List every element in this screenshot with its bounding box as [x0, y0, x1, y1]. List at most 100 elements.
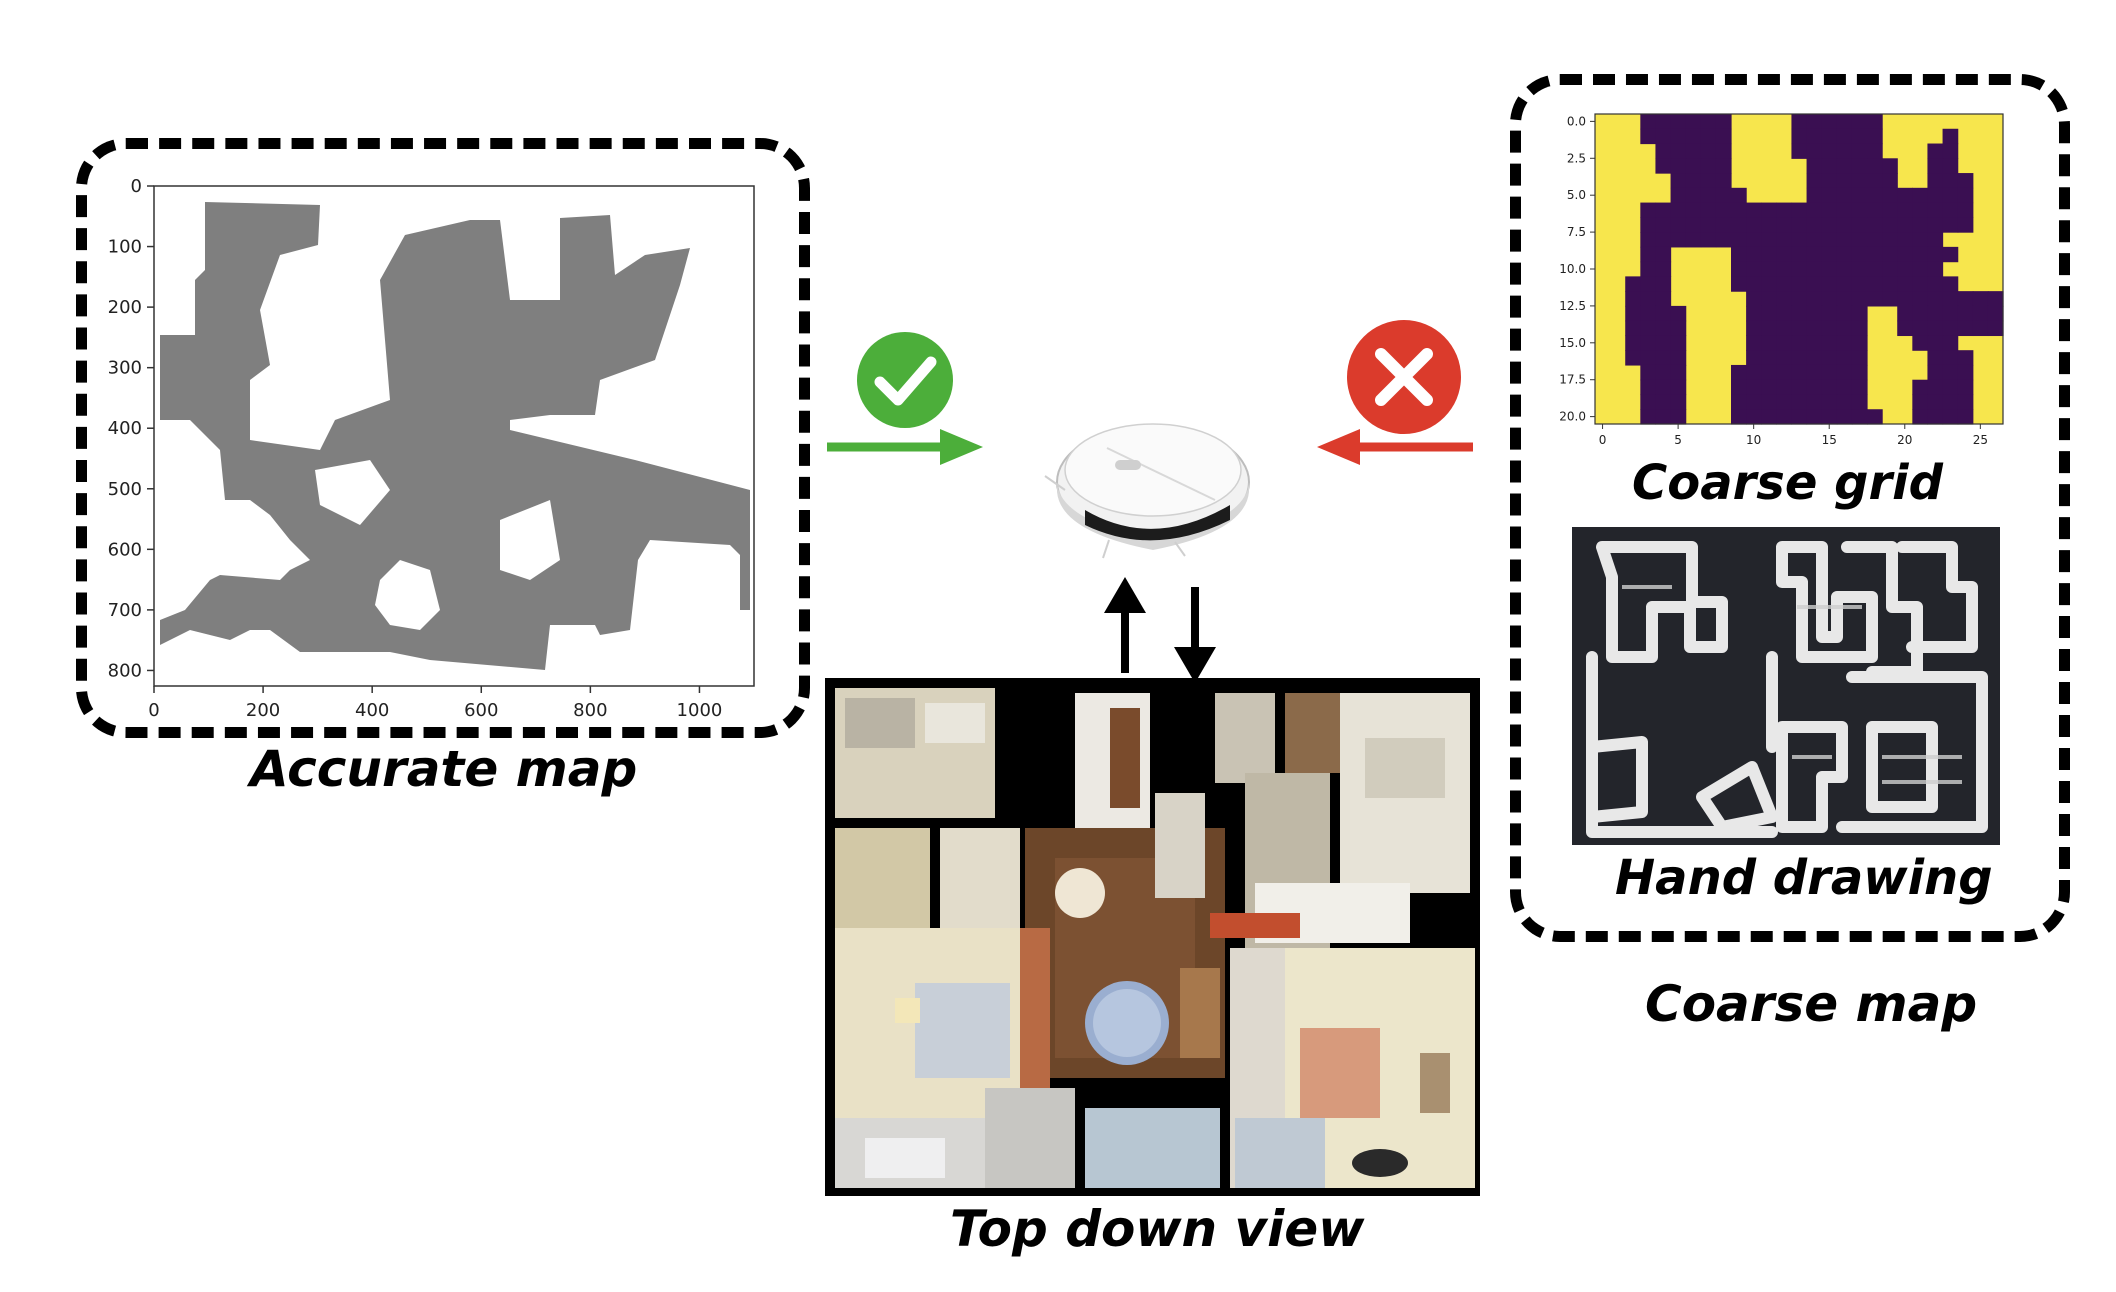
- grid-cell: [1957, 217, 1974, 233]
- grid-cell: [1897, 246, 1913, 263]
- accurate-map-caption: Accurate map: [250, 740, 638, 798]
- grid-cell: [1912, 232, 1929, 248]
- grid-cell: [1791, 276, 1808, 292]
- accurate-map-holes: [315, 460, 560, 630]
- grid-cell: [1851, 158, 1868, 174]
- grid-cell: [1685, 128, 1702, 145]
- grid-cell: [1882, 246, 1898, 263]
- grid-cell: [1670, 187, 1687, 204]
- x-tick-label: 0: [1599, 433, 1607, 447]
- grid-cell: [1957, 187, 1974, 204]
- grid-cell: [1882, 202, 1898, 218]
- grid-cell: [1761, 350, 1777, 366]
- grid-cell: [1836, 261, 1853, 277]
- coarse-grid-caption: Coarse grid: [1632, 455, 1943, 511]
- y-tick-label: 500: [108, 479, 142, 500]
- grid-cell: [1685, 143, 1702, 159]
- grid-cell: [1851, 217, 1868, 233]
- grid-cell: [1655, 379, 1672, 396]
- grid-cell: [1806, 173, 1823, 189]
- grid-cell: [1957, 394, 1974, 410]
- grid-cell: [1640, 305, 1657, 322]
- grid-cell: [1640, 350, 1657, 366]
- y-tick-label: 10.0: [1559, 262, 1586, 276]
- grid-cell: [1791, 291, 1808, 307]
- grid-cell: [1806, 276, 1823, 292]
- grid-cell: [1821, 158, 1838, 174]
- grid-cell: [1685, 187, 1702, 204]
- grid-cell: [1776, 379, 1793, 396]
- grid-cell: [1806, 320, 1823, 337]
- grid-cell: [1700, 173, 1717, 189]
- grid-cell: [1882, 291, 1898, 307]
- grid-cell: [1806, 305, 1823, 322]
- grid-cell: [1836, 379, 1853, 396]
- y-tick-label: 300: [108, 358, 142, 379]
- grid-cell: [1640, 320, 1657, 337]
- grid-cell: [1791, 217, 1808, 233]
- grid-cell: [1746, 261, 1762, 277]
- y-tick-label: 15.0: [1559, 336, 1586, 350]
- grid-cell: [1851, 364, 1868, 381]
- grid-cell: [1942, 335, 1959, 351]
- grid-cell: [1791, 143, 1808, 159]
- grid-cell: [1655, 291, 1672, 307]
- grid-cell: [1625, 350, 1641, 366]
- grid-cell: [1957, 320, 1974, 337]
- grid-cell: [1882, 187, 1898, 204]
- grid-cell: [1836, 128, 1853, 145]
- grid-cell: [1942, 276, 1959, 292]
- grid-cell: [1761, 379, 1777, 396]
- grid-cell: [1836, 143, 1853, 159]
- y-tick-label: 100: [108, 237, 142, 258]
- y-tick-label: 800: [108, 660, 142, 681]
- grid-cell: [1791, 128, 1808, 145]
- grid-cell: [1957, 173, 1974, 189]
- grid-cell: [1731, 246, 1747, 263]
- grid-cell: [1625, 291, 1641, 307]
- grid-cell: [1836, 276, 1853, 292]
- grid-cell: [1791, 114, 1808, 130]
- grid-cell: [1731, 202, 1747, 218]
- grid-cell: [1851, 291, 1868, 307]
- grid-cell: [1972, 291, 1989, 307]
- grid-cell: [1897, 217, 1913, 233]
- grid-cell: [1836, 320, 1853, 337]
- grid-cell: [1821, 246, 1838, 263]
- grid-cell: [1851, 394, 1868, 410]
- grid-cell: [1791, 232, 1808, 248]
- grid-cell: [1715, 143, 1732, 159]
- grid-cell: [1670, 320, 1687, 337]
- grid-cell: [1761, 202, 1777, 218]
- grid-cell: [1715, 128, 1732, 145]
- grid-cell: [1655, 128, 1672, 145]
- grid-cell: [1927, 305, 1944, 322]
- grid-cell: [1670, 350, 1687, 366]
- grid-cell: [1685, 232, 1702, 248]
- check-mark-icon: [857, 332, 953, 428]
- grid-cell: [1942, 217, 1959, 233]
- grid-cell: [1791, 202, 1808, 218]
- grid-cell: [1912, 379, 1929, 396]
- grid-cell: [1640, 128, 1657, 145]
- grid-cell: [1655, 350, 1672, 366]
- grid-cell: [1851, 187, 1868, 204]
- grid-cell: [1912, 217, 1929, 233]
- grid-cell: [1851, 202, 1868, 218]
- reject-arrow: [1317, 429, 1473, 465]
- grid-cell: [1670, 335, 1687, 351]
- grid-cell: [1655, 202, 1672, 218]
- grid-cell: [1640, 114, 1657, 130]
- grid-cell: [1670, 114, 1687, 130]
- grid-cell: [1685, 114, 1702, 130]
- grid-cell: [1640, 409, 1657, 425]
- grid-cell: [1957, 409, 1974, 425]
- grid-cell: [1821, 320, 1838, 337]
- grid-cell: [1942, 379, 1959, 396]
- grid-cell: [1821, 305, 1838, 322]
- grid-cell: [1836, 409, 1853, 425]
- grid-cell: [1670, 202, 1687, 218]
- grid-cell: [1715, 173, 1732, 189]
- grid-cell: [1761, 276, 1777, 292]
